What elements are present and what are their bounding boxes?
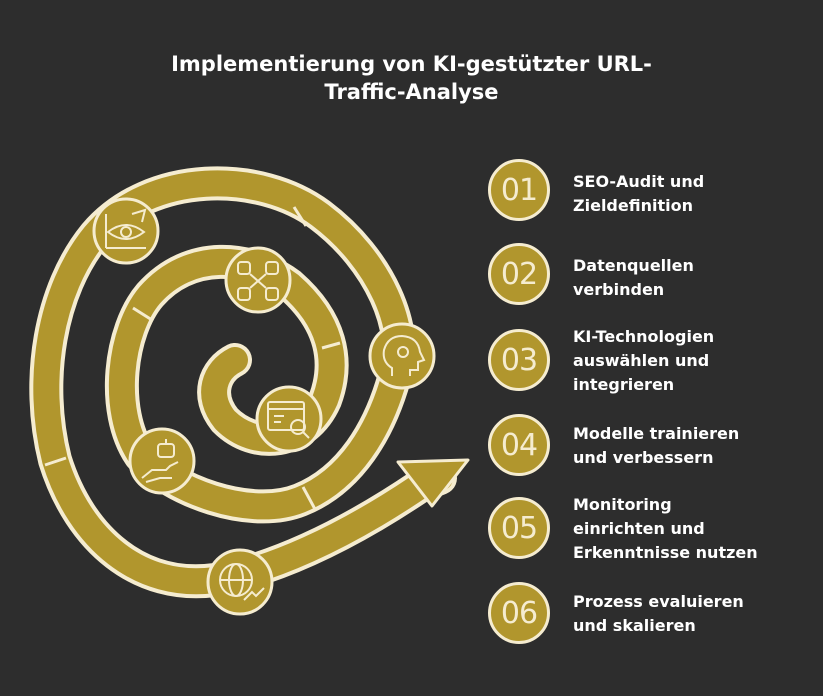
step-label-02: Datenquellen verbinden (573, 256, 694, 299)
step-number-01: 01 (488, 159, 550, 221)
eye-chart-icon (92, 197, 160, 265)
globe-growth-icon (206, 548, 274, 616)
code-search-icon (255, 385, 323, 453)
step-label-01: SEO-Audit und Zieldefinition (573, 172, 705, 215)
step-label-05: Monitoring einrichten und Erkenntnisse n… (573, 495, 758, 562)
diagram-title: Implementierung von KI-gestützter URL- T… (0, 50, 823, 106)
database-network-icon (224, 246, 292, 314)
ai-head-gear-icon (368, 322, 436, 390)
spiral-arrowhead (396, 458, 470, 508)
step-number-04: 04 (488, 414, 550, 476)
spiral-separators (44, 206, 341, 512)
title-line-1: Implementierung von KI-gestützter URL- (171, 52, 652, 76)
step-label-06: Prozess evaluieren und skalieren (573, 592, 744, 635)
robot-hand-icon (128, 427, 196, 495)
step-label-03: KI-Technologien auswählen und integriere… (573, 327, 715, 394)
step-number-06: 06 (488, 582, 550, 644)
title-line-2: Traffic-Analyse (324, 80, 499, 104)
step-number-05: 05 (488, 497, 550, 559)
step-number-02: 02 (488, 243, 550, 305)
step-number-03: 03 (488, 329, 550, 391)
step-label-04: Modelle trainieren und verbessern (573, 424, 740, 467)
